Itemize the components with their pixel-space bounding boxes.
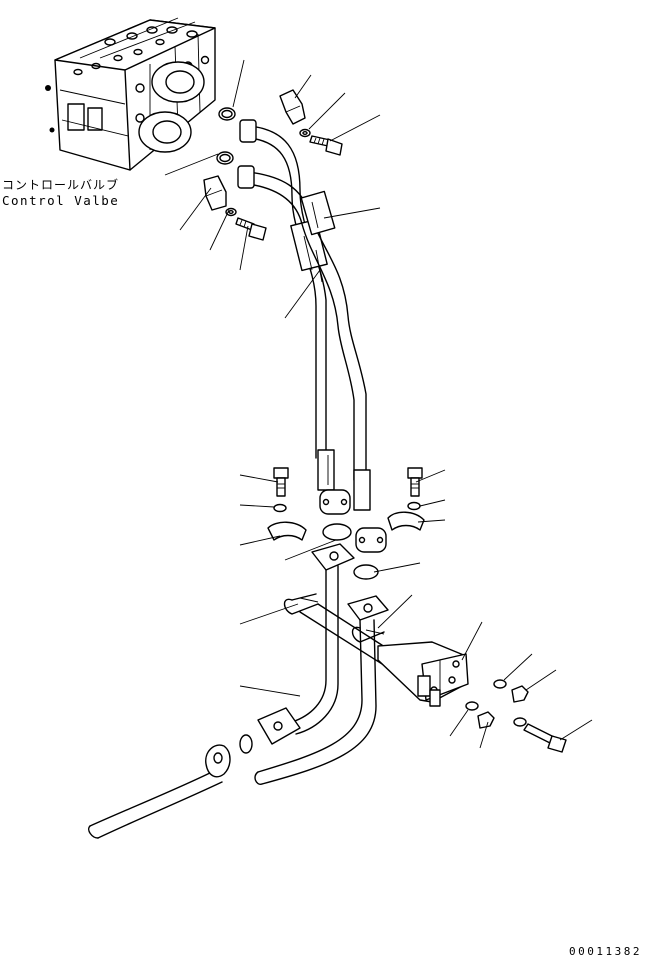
washer-right-a (493, 679, 507, 689)
hose-flange-left (319, 489, 351, 515)
drawing-number: 00011382 (569, 945, 642, 958)
o-ring-lower-left (239, 734, 253, 754)
washer-mid-right (407, 501, 421, 511)
control-valve-label-en: Control Valbe (2, 193, 120, 208)
control-valve-label-jp: コントロールバルブ (2, 178, 120, 192)
lower-pipe-right (254, 595, 389, 785)
bolt-mid-right (407, 467, 423, 497)
lower-pipe-left (88, 543, 355, 839)
split-flange-lower (203, 175, 227, 211)
bolt-mid-left (273, 467, 289, 497)
o-ring-lower (216, 151, 234, 165)
control-valve (45, 17, 216, 171)
o-ring-mid-left (322, 523, 352, 541)
nut-right-a (511, 685, 529, 703)
washer-lower (225, 207, 237, 217)
hose-flange-right (355, 527, 387, 553)
bolt-right (523, 723, 567, 753)
leader-lines (164, 59, 593, 749)
washer-right-c (513, 717, 527, 727)
upper-hose-right (237, 165, 371, 511)
nut-right-b (477, 711, 495, 729)
u-bolt-lower (351, 626, 385, 643)
washer-right-b (465, 701, 479, 711)
clamp-mid-right (387, 511, 425, 531)
o-ring-mid-right (353, 564, 379, 580)
clamp-mid-left (267, 521, 307, 541)
bolt-upper (309, 135, 343, 156)
bracket (377, 641, 469, 707)
washer-mid-left (273, 503, 287, 513)
bolt-lower (235, 217, 267, 241)
o-ring-upper (218, 107, 236, 121)
split-flange-upper (279, 89, 306, 125)
washer-upper (299, 128, 311, 138)
